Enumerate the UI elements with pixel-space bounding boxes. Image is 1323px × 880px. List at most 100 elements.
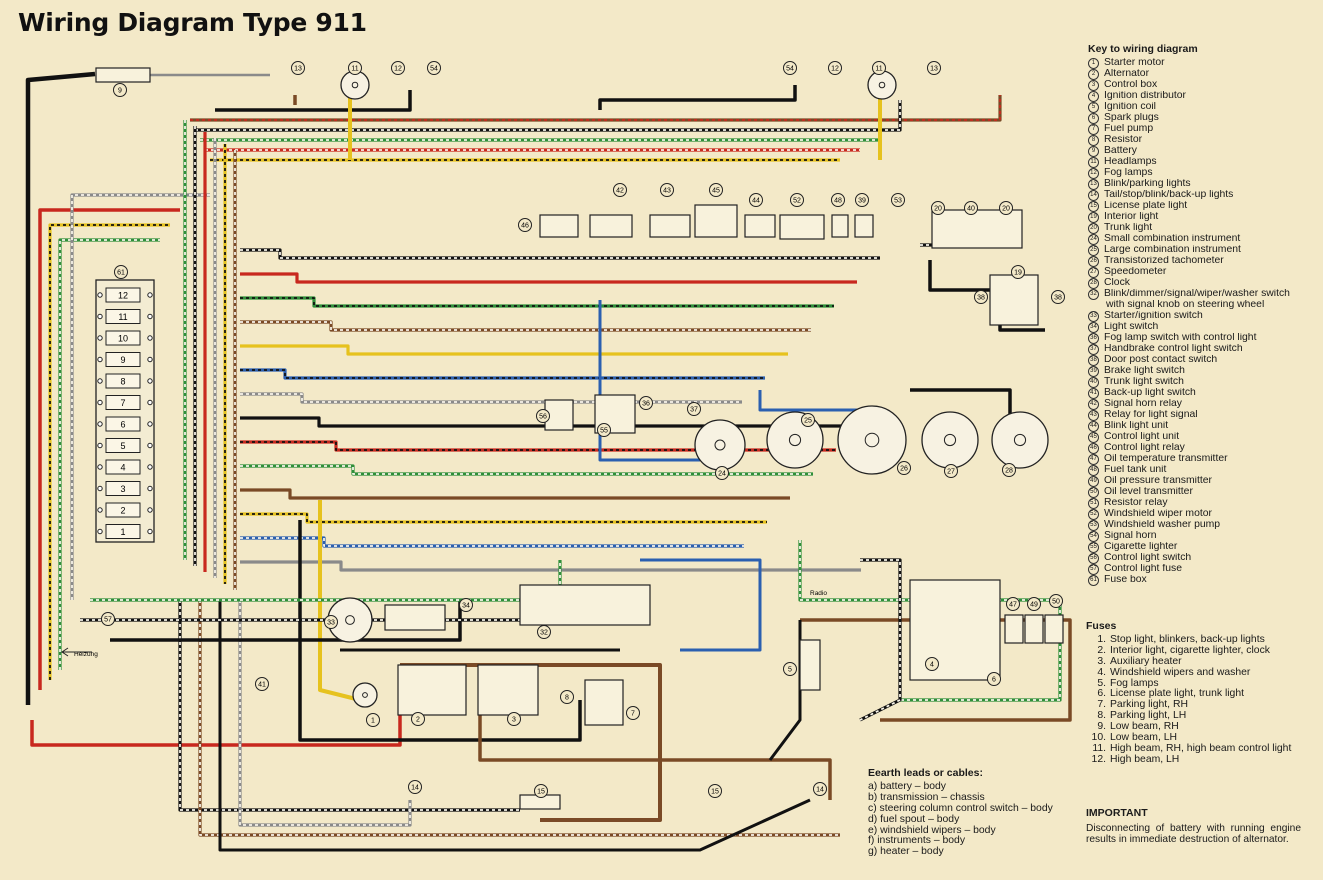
marker-number: 38 (1054, 295, 1062, 302)
large-combination-instrument-hub (788, 433, 802, 447)
clock (991, 411, 1049, 469)
key-number: 20 (1088, 222, 1099, 234)
key-label: Oil level transmitter (1104, 486, 1193, 497)
fuse-item: 7.Parking light, RH (1086, 699, 1321, 711)
fuse-slot (105, 459, 141, 475)
marker-number: 32 (540, 630, 548, 637)
key-label: Blink light unit (1104, 420, 1169, 431)
fuse-terminal (147, 507, 153, 513)
component-marker: 11 (348, 61, 362, 75)
component-marker: 28 (1002, 463, 1016, 477)
component-marker: 33 (324, 615, 338, 629)
fuse-terminal (147, 335, 153, 341)
key-heading: Key to wiring diagram (1088, 43, 1198, 55)
marker-circle (366, 713, 380, 727)
earth-item: f) instruments – body (868, 835, 966, 847)
wire (240, 512, 767, 524)
component-marker: 27 (944, 464, 958, 478)
fuse-item: 11.High beam, RH, high beam control ligh… (1086, 743, 1321, 755)
fuse-terminal (147, 399, 153, 406)
fuse-number: 1. (1097, 633, 1106, 645)
fuse-number: 9. (1097, 721, 1106, 733)
key-number: 49 (1088, 475, 1099, 487)
wire-stripe (240, 465, 813, 475)
key-item: 8 Resistor (1088, 134, 1320, 146)
marker-circle (324, 615, 338, 629)
fuse-slot-number: 11 (118, 312, 127, 322)
oil-level-transmitter (1044, 614, 1064, 644)
oil-pressure-transmitter (1024, 614, 1044, 644)
key-number: 11 (1088, 156, 1099, 168)
wire-stripe (71, 194, 210, 600)
key-number: 7 (1088, 123, 1099, 135)
key-number: 36 (1088, 332, 1099, 344)
fuse-number: 6. (1097, 688, 1106, 700)
key-label: Starter/ignition switch (1104, 310, 1203, 321)
wire (598, 300, 700, 462)
fuse-slot (105, 481, 141, 496)
fuse-item: 1.Stop light, blinkers, back-up lights (1086, 633, 1321, 646)
key-label: Relay for light signal (1104, 409, 1198, 420)
marker-number: 33 (327, 620, 335, 627)
fuse-terminal (147, 421, 153, 427)
marker-number: 2 (416, 717, 420, 724)
fuse-terminal (147, 464, 153, 470)
marker-circle (536, 409, 550, 423)
component-marker: 44 (749, 193, 763, 207)
marker-number: 15 (711, 789, 719, 796)
fuse-slot-number: 6 (120, 420, 125, 430)
key-number: 47 (1088, 453, 1099, 465)
marker-number: 54 (430, 66, 438, 73)
key-number: 51 (1088, 497, 1099, 509)
fuse-slot-number: 12 (118, 291, 128, 301)
marker-circle (828, 61, 842, 75)
wire (298, 520, 582, 742)
marker-circle (927, 61, 941, 75)
wire-stripe (240, 321, 811, 331)
marker-number: 12 (831, 66, 839, 73)
key-label: Battery (1104, 145, 1137, 156)
fuse-terminal (147, 442, 153, 449)
component-marker: 56 (536, 409, 550, 423)
marker-number: 14 (816, 787, 824, 794)
marker-circle (974, 290, 988, 304)
component-marker: 55 (597, 423, 611, 437)
wire-stripe (195, 100, 901, 131)
fuse-number: 7. (1097, 699, 1106, 711)
small-combination-instrument-hub (714, 439, 726, 451)
fuse-slot-number: 9 (120, 355, 125, 365)
key-number: 4 (1088, 90, 1099, 102)
fuse-terminal (147, 485, 153, 492)
component-marker: 12 (828, 61, 842, 75)
key-label: Resistor (1104, 134, 1143, 145)
key-label: Oil temperature transmitter (1104, 453, 1228, 464)
trunk-light-assembly (931, 209, 1023, 249)
fuse-item: 9.Low beam, RH (1086, 721, 1321, 733)
marker-circle (113, 83, 127, 97)
key-label: Handbrake control light switch (1104, 343, 1243, 354)
marker-number: 9 (118, 88, 122, 95)
key-label: Light switch (1104, 321, 1159, 332)
wire-stripe (190, 95, 1001, 121)
key-label: Control light fuse (1104, 563, 1182, 574)
fuse-terminal (97, 313, 103, 320)
wire-stripe (240, 297, 834, 307)
key-number: 12 (1088, 167, 1099, 179)
key-number: 8 (1088, 134, 1099, 146)
fuse-number: 3. (1097, 655, 1106, 667)
component-marker: 52 (790, 193, 804, 207)
marker-number: 52 (793, 198, 801, 205)
